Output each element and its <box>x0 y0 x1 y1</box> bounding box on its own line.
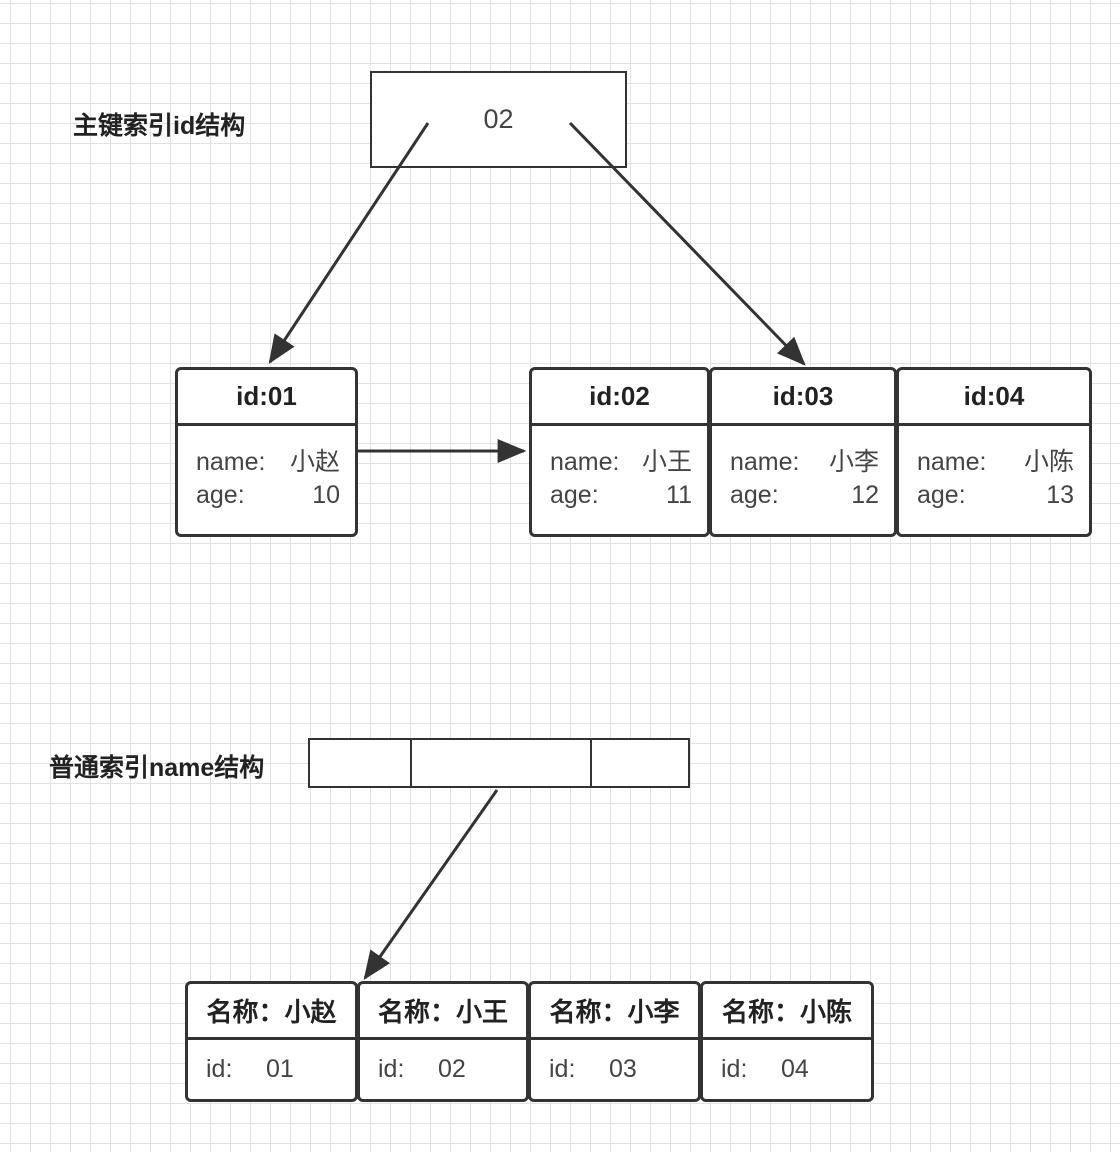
name-label: name: <box>196 448 266 476</box>
age-label: age: <box>730 481 779 509</box>
secondary-record-02: 名称：小王 id: 02 <box>357 981 529 1102</box>
arrow-index-to-secondary-record-01 <box>363 789 499 980</box>
id-value: 03 <box>609 1055 637 1083</box>
name-value: 小李 <box>828 448 879 476</box>
primary-index-title: 主键索引id结构 <box>73 112 246 140</box>
record-header: id:03 <box>712 370 894 426</box>
name-value: 小王 <box>641 448 692 476</box>
secondary-record-04: 名称：小陈 id: 04 <box>700 981 874 1102</box>
secondary-record-03: 名称：小李 id: 03 <box>528 981 701 1102</box>
id-label: id: <box>378 1055 405 1083</box>
record-header: 名称：小王 <box>360 984 526 1040</box>
index-cell-right <box>590 740 688 786</box>
id-value: 02 <box>438 1055 466 1083</box>
id-label: id: <box>206 1055 233 1083</box>
name-value: 小陈 <box>1023 448 1074 476</box>
name-label: name: <box>550 448 620 476</box>
root-node-label: 02 <box>483 104 514 134</box>
record-header: id:04 <box>899 370 1089 426</box>
record-header: 名称：小陈 <box>703 984 871 1040</box>
primary-record-01: id:01 name: 小赵 age: 10 <box>175 367 358 537</box>
id-label: id: <box>549 1055 576 1083</box>
age-label: age: <box>550 481 599 509</box>
id-label: id: <box>721 1055 748 1083</box>
record-header: id:02 <box>532 370 707 426</box>
age-label: age: <box>196 481 245 509</box>
id-value: 04 <box>781 1055 809 1083</box>
name-label: name: <box>730 448 800 476</box>
record-header: id:01 <box>178 370 355 426</box>
index-cell-left <box>310 740 410 786</box>
record-header: 名称：小李 <box>531 984 698 1040</box>
record-header: 名称：小赵 <box>188 984 355 1040</box>
secondary-index-title: 普通索引name结构 <box>49 754 265 782</box>
id-value: 01 <box>266 1055 294 1083</box>
primary-record-03: id:03 name: 小李 age: 12 <box>709 367 897 537</box>
age-value: 10 <box>312 481 340 509</box>
primary-root-node: 02 <box>370 71 627 168</box>
age-value: 12 <box>851 481 879 509</box>
name-label: name: <box>917 448 987 476</box>
primary-record-02: id:02 name: 小王 age: 11 <box>529 367 710 537</box>
secondary-root-node <box>308 738 690 788</box>
primary-record-04: id:04 name: 小陈 age: 13 <box>896 367 1092 537</box>
age-label: age: <box>917 481 966 509</box>
age-value: 11 <box>666 481 692 509</box>
name-value: 小赵 <box>289 448 340 476</box>
age-value: 13 <box>1046 481 1074 509</box>
secondary-record-01: 名称：小赵 id: 01 <box>185 981 358 1102</box>
index-cell-middle <box>410 740 590 786</box>
